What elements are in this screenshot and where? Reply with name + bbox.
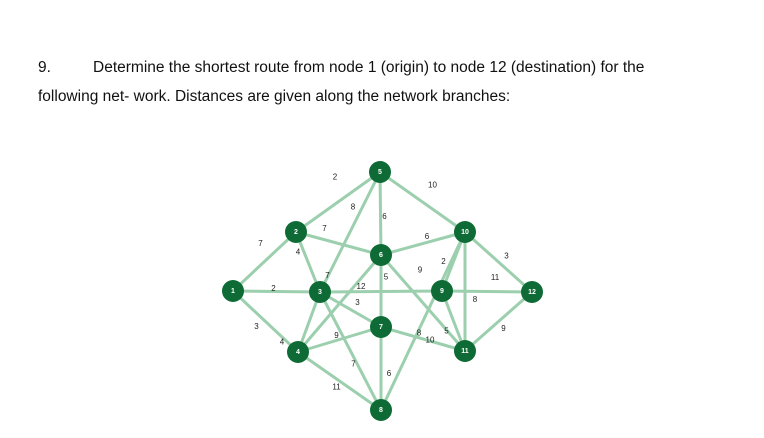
edge-weight-4-6: 7 [325,271,330,280]
node-circle-1 [222,280,244,302]
node-8: 8 [370,399,392,421]
node-5: 5 [369,161,391,183]
node-label-2: 2 [294,229,298,236]
edge-3-7 [318,290,383,329]
edge-weight-11-12: 9 [501,324,506,333]
node-circle-6 [370,244,392,266]
node-circle-7 [370,316,392,338]
edge-weight-4-8: 7 [351,360,356,369]
node-circle-2 [285,221,307,243]
edge-weight-2-3: 4 [296,248,301,257]
node-circle-3 [309,281,331,303]
edge-8-10 [379,230,467,412]
edge-4-8 [296,350,383,412]
edge-weight-5-10: 10 [428,181,437,190]
node-label-10: 10 [461,229,469,236]
node-label-11: 11 [461,348,469,355]
edge-weight-10-12: 3 [504,252,509,261]
edge-weight-1-2: 7 [258,239,263,248]
node-label-6: 6 [379,252,383,259]
edge-3-8 [318,290,383,412]
node-12: 12 [521,281,543,303]
node-label-12: 12 [528,289,536,296]
edge-9-12 [440,289,534,294]
edge-weight-7-8: 6 [387,369,392,378]
edge-weight-3-7: 3 [355,298,360,307]
edge-2-6 [294,230,383,257]
edge-7-11 [379,325,467,353]
edge-5-6 [378,170,383,257]
node-circle-5 [369,161,391,183]
node-circle-11 [454,340,476,362]
edge-weight-6-10: 6 [425,232,430,241]
edge-weight-5-6: 6 [382,212,387,221]
edge-weight-7-11: 8 [417,329,422,338]
edge-weight-1-3: 2 [271,284,276,293]
node-1: 1 [222,280,244,302]
edge-6-11 [379,253,467,353]
edge-weight-3-8: 11 [332,383,341,392]
node-label-8: 8 [379,407,383,414]
edge-weight-9-11: 5 [444,327,449,336]
question-text-line-1: Determine the shortest route from node 1… [93,59,645,76]
node-label-1: 1 [231,288,235,295]
edge-weight-9-10: 2 [441,257,446,266]
edge-1-3 [231,289,322,294]
edge-weight-3-5: 8 [351,203,356,212]
node-6: 6 [370,244,392,266]
edge-weight-4-7: 9 [334,331,339,340]
edge-weight-3-9: 12 [357,282,366,291]
edge-6-10 [379,230,467,257]
node-7: 7 [370,316,392,338]
edge-4-6 [296,253,383,354]
node-3: 3 [309,281,331,303]
question-text-line-2: following net- work. Distances are given… [38,88,511,105]
edge-2-5 [294,170,382,234]
node-label-9: 9 [440,288,444,295]
node-label-7: 7 [379,324,383,331]
edge-weight-1-4: 3 [254,322,259,331]
edge-10-12 [463,230,534,294]
node-11: 11 [454,340,476,362]
edge-weight-labels: 7 2 3 2 4 7 4 8 12 3 11 7 9 7 6 10 5 6 9 6 8 10 2 5 8 3 11 9 [254,173,509,392]
edge-weight-9-12: 11 [491,273,500,282]
edge-weight-2-5: 2 [333,173,338,182]
node-label-5: 5 [378,169,382,176]
network-edges [231,170,534,412]
edge-3-5 [318,170,382,294]
node-label-4: 4 [296,349,300,356]
edge-1-2 [231,230,298,293]
node-label-3: 3 [318,289,322,296]
node-circle-8 [370,399,392,421]
edge-5-10 [378,170,467,234]
node-circle-10 [454,221,476,243]
node-circle-4 [287,341,309,363]
edge-weight-3-4: 4 [280,338,285,347]
edge-weight-6-11: 9 [418,266,423,275]
node-2: 2 [285,221,307,243]
edge-1-4 [231,289,300,354]
edge-weight-6-7: 5 [384,273,389,282]
edge-weight-2-6: 7 [322,224,327,233]
node-circle-9 [431,280,453,302]
node-9: 9 [431,280,453,302]
question-number: 9. [38,59,51,76]
edge-weight-8-10: 10 [426,336,435,345]
edge-4-7 [296,325,383,354]
node-4: 4 [287,341,309,363]
node-10: 10 [454,221,476,243]
edge-weight-10-11: 8 [473,295,478,304]
node-circle-12 [521,281,543,303]
edge-11-12 [463,290,534,353]
